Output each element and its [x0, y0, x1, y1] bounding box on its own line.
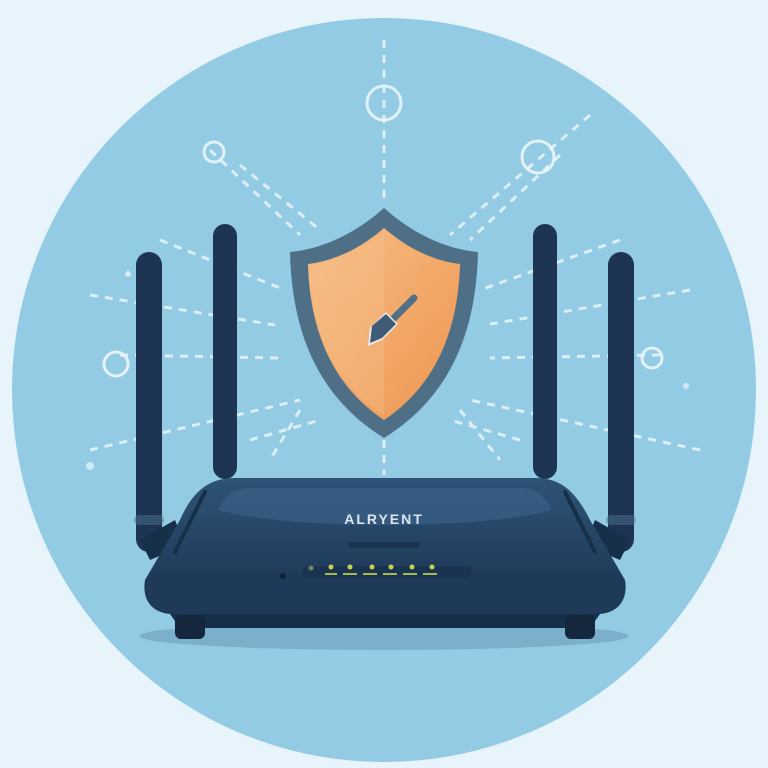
- signal-dots: [86, 271, 689, 470]
- antenna-outer-right: [608, 252, 634, 552]
- router: [144, 478, 626, 639]
- router-brand-label: ALRYENT: [344, 511, 424, 527]
- router-shadow: [139, 622, 629, 650]
- trowel-icon: [368, 294, 418, 346]
- signal-lines: [89, 40, 701, 475]
- signal-rings: [102, 84, 664, 378]
- antennas: [134, 224, 636, 560]
- antenna-outer-left: [136, 252, 162, 552]
- antenna-inner-right: [533, 224, 557, 479]
- antenna-inner-left: [213, 224, 237, 479]
- router-leds: [308, 564, 437, 575]
